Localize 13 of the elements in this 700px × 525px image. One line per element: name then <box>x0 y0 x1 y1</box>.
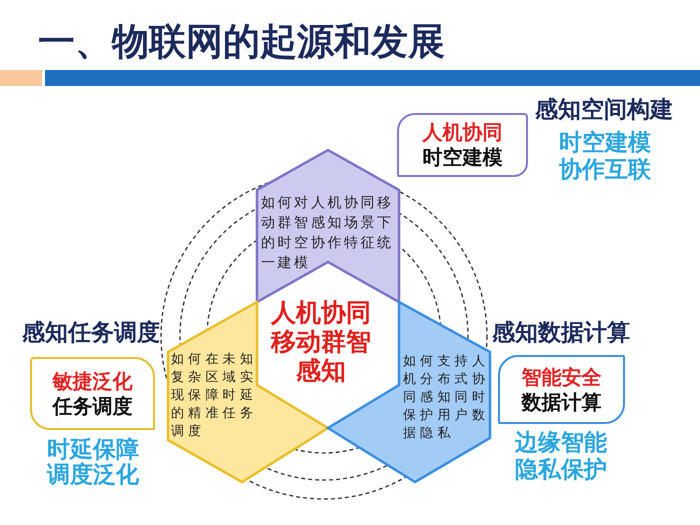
keyword-text: 时空建模 <box>559 129 651 157</box>
rounded-box: 敏捷泛化 任务调度 <box>30 357 155 430</box>
keyword-text: 边缘智能 <box>515 429 607 457</box>
rounded-box: 人机协同 时空建模 <box>397 113 528 177</box>
section-heading: 感知空间构建 <box>535 96 673 124</box>
rounded-box: 智能安全 数据计算 <box>498 355 625 424</box>
keyword-text: 时延保障 <box>47 436 139 463</box>
section-heading: 感知任务调度 <box>22 319 160 347</box>
page-title: 一、物联网的起源和发展 <box>38 21 445 63</box>
section-heading: 感知数据计算 <box>492 319 630 347</box>
keyword-text: 隐私保护 <box>515 456 607 484</box>
keyword-text: 调度泛化 <box>47 461 139 489</box>
keyword-text: 协作互联 <box>559 156 651 184</box>
